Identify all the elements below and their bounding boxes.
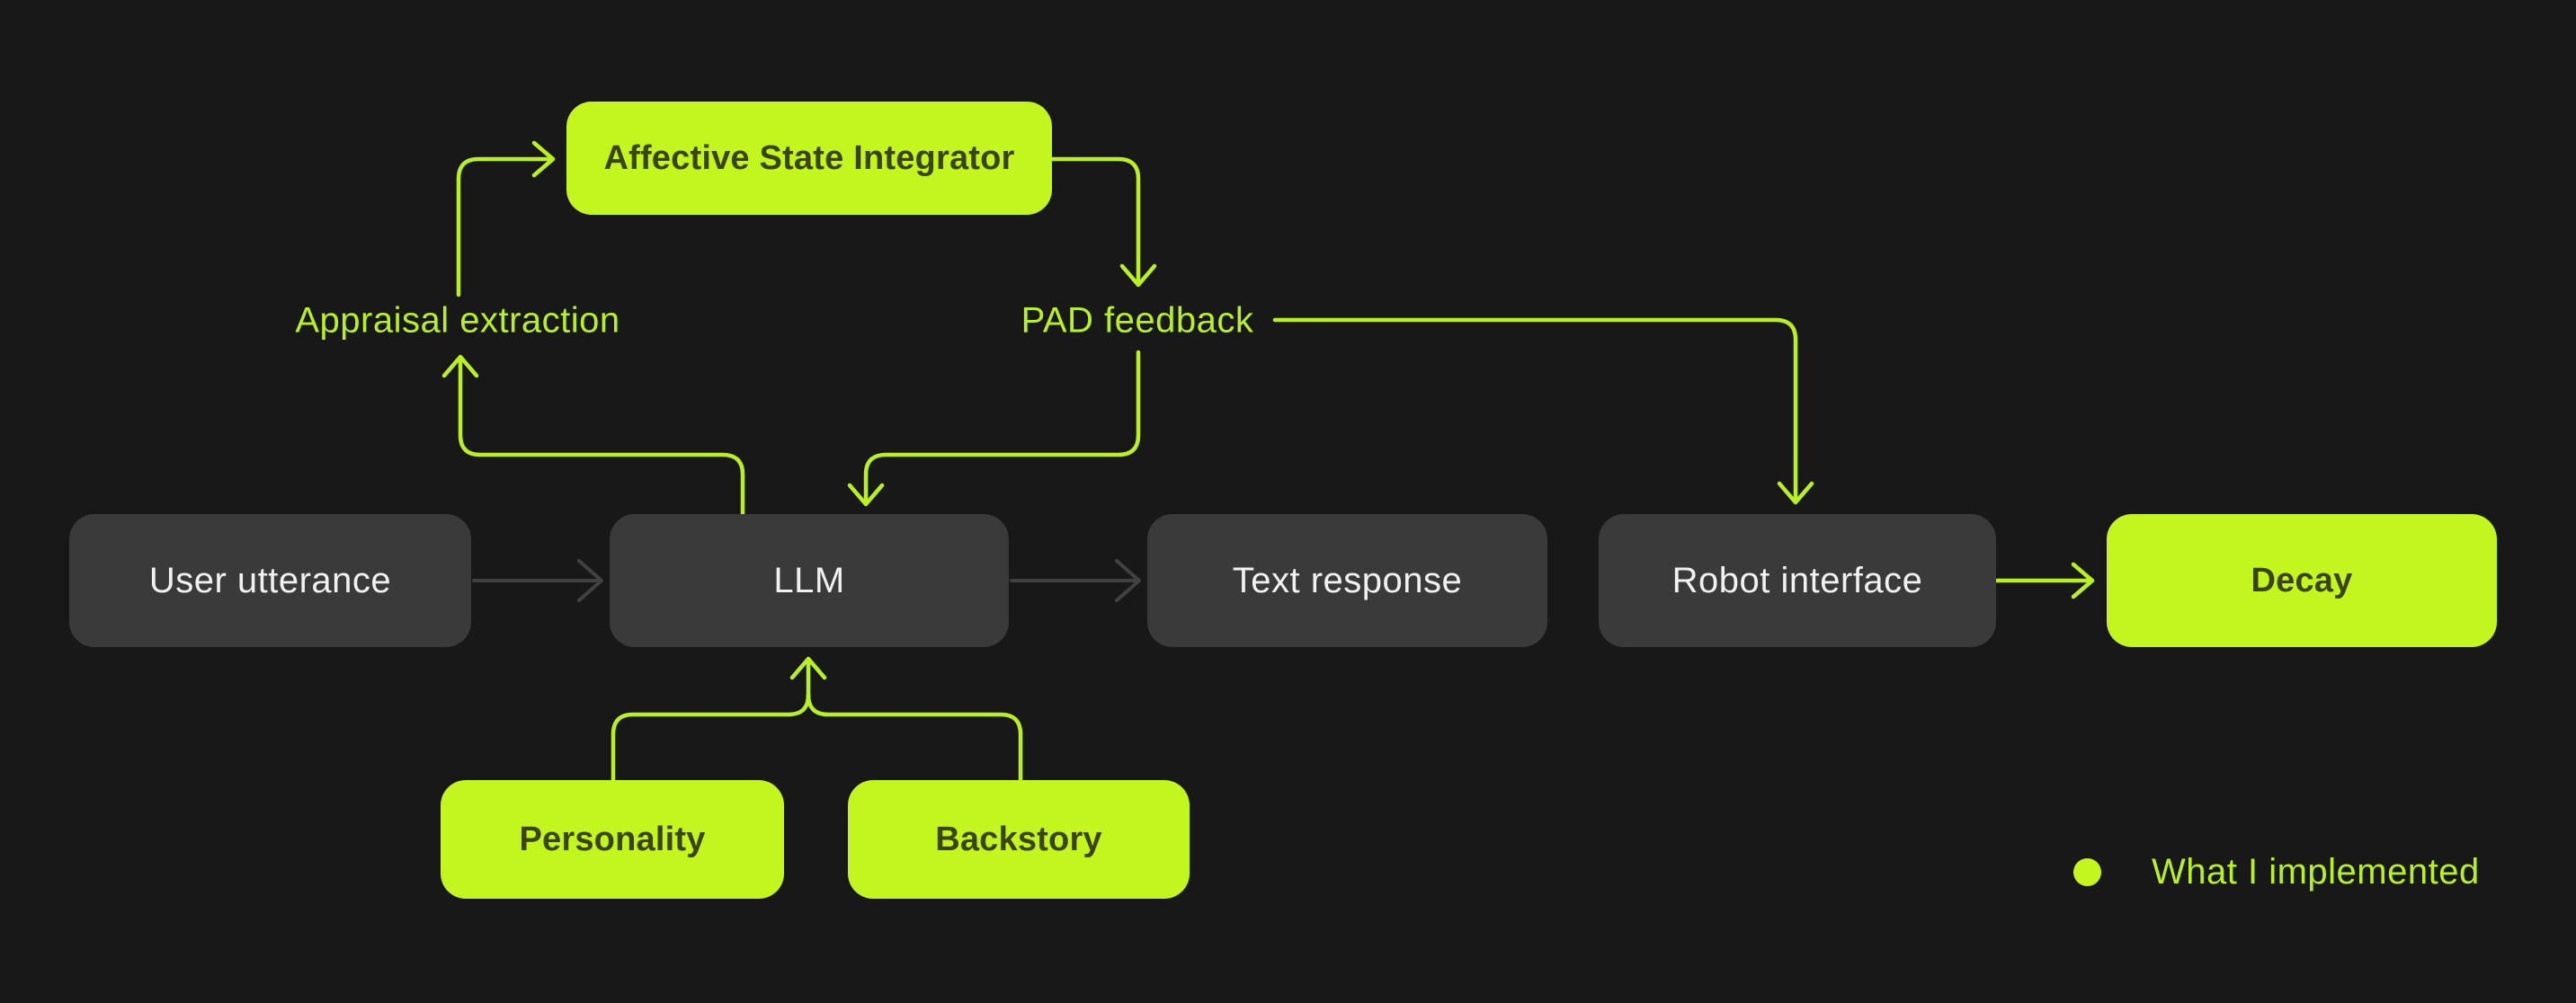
legend-label: What I implemented (2152, 851, 2480, 892)
node-text-response: Text response (1147, 514, 1547, 647)
node-label: User utterance (148, 560, 392, 600)
node-label: Decay (2251, 561, 2353, 599)
node-label: Robot interface (1671, 560, 1923, 600)
implemented-dot-icon (2073, 857, 2101, 886)
node-personality: Personality (441, 780, 784, 899)
edge-appraisal-extraction-to-affective-state-integrator (456, 140, 556, 297)
edge-pad-feedback-to-robot-interface (1272, 317, 1814, 505)
node-llm: LLM (610, 514, 1009, 647)
node-backstory: Backstory (848, 780, 1190, 899)
legend: What I implemented (2073, 848, 2480, 895)
node-label: Backstory (935, 820, 1102, 858)
node-label: Text response (1232, 560, 1463, 600)
edge-personality-to-merge (611, 692, 811, 783)
node-label: LLM (773, 560, 845, 600)
node-affective-state-integrator: Affective State Integrator (566, 102, 1052, 215)
edge-affective-state-integrator-to-pad-feedback (1049, 156, 1157, 288)
node-decay: Decay (2107, 514, 2497, 647)
node-label: Affective State Integrator (603, 138, 1015, 177)
edge-label-appraisal-extraction: Appraisal extraction (295, 300, 620, 341)
edge-llm-to-appraisal-extraction (441, 354, 745, 517)
edge-pad-feedback-to-llm (847, 350, 1141, 507)
node-user-utterance: User utterance (69, 514, 471, 647)
edge-backstory-to-merge (806, 692, 1023, 783)
edge-label-pad-feedback: PAD feedback (1021, 300, 1254, 341)
node-label: Personality (519, 820, 706, 858)
node-robot-interface: Robot interface (1599, 514, 1996, 647)
